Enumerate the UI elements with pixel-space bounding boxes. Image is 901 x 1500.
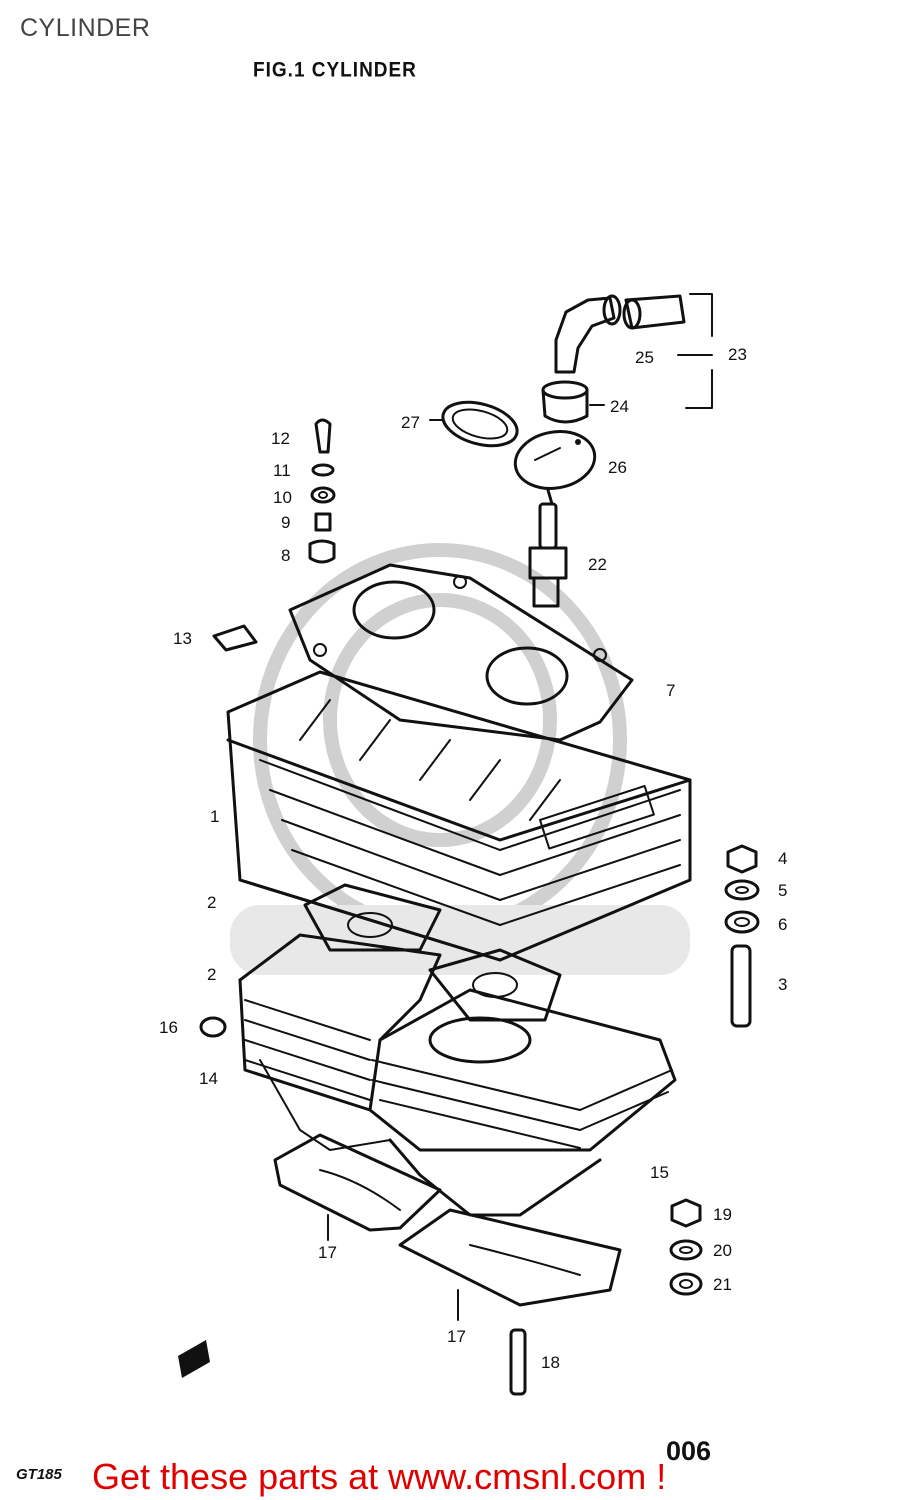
watermark-logo [230, 543, 690, 975]
callout-26: 26 [608, 458, 627, 477]
stud-18-part [509, 1328, 527, 1396]
drain-plug-part [199, 1016, 227, 1038]
callout-2b: 2 [207, 965, 217, 984]
callout-7: 7 [666, 681, 676, 700]
callout-27: 27 [401, 413, 420, 432]
nut-washer-4-6 [724, 844, 760, 934]
head-gasket-parts [303, 883, 562, 1022]
seal-part [541, 380, 589, 424]
nut-washer-19-21 [669, 1198, 703, 1296]
print-mark [178, 1340, 210, 1378]
callout-25: 25 [635, 348, 654, 367]
cylinder-head-part [226, 670, 692, 962]
callout-22: 22 [588, 555, 607, 574]
callout-13: 13 [173, 629, 192, 648]
cover-plate-part [513, 430, 597, 490]
callout-23: 23 [728, 345, 747, 364]
callout-3: 3 [778, 975, 788, 994]
figure-title: FIG.1 CYLINDER [253, 58, 417, 82]
callout-5: 5 [778, 881, 788, 900]
stud-3-part [730, 944, 752, 1028]
plug-cap-assembly [554, 293, 713, 409]
callout-4: 4 [778, 849, 788, 868]
promo-link[interactable]: Get these parts at www.cmsnl.com ! [92, 1456, 667, 1497]
callout-14: 14 [199, 1069, 218, 1088]
o-ring-part [441, 400, 519, 448]
callout-17b: 17 [447, 1327, 466, 1346]
cylinder-block-part [238, 933, 677, 1217]
callout-12: 12 [271, 429, 290, 448]
head-bolt-stack [308, 418, 336, 564]
callout-15: 15 [650, 1163, 669, 1182]
callout-6: 6 [778, 915, 788, 934]
model-code: GT185 [16, 1466, 62, 1483]
callout-11: 11 [273, 461, 291, 480]
head-cover-gasket [288, 563, 634, 742]
callout-8: 8 [281, 546, 291, 565]
spark-plug-part [528, 488, 568, 608]
callout-17a: 17 [318, 1243, 337, 1262]
callout-24: 24 [610, 397, 629, 416]
callout-9: 9 [281, 513, 291, 532]
page-number: 006 [666, 1436, 712, 1466]
page-caption: CYLINDER [20, 14, 151, 42]
callout-2a: 2 [207, 893, 217, 912]
callout-1: 1 [210, 807, 220, 826]
callout-21: 21 [713, 1275, 732, 1294]
callout-16: 16 [159, 1018, 178, 1037]
callout-10: 10 [273, 488, 292, 507]
clip-part [212, 624, 258, 652]
leader-lines [327, 354, 713, 1321]
callout-19: 19 [713, 1205, 732, 1224]
callout-20: 20 [713, 1241, 732, 1260]
base-gasket-parts [273, 1133, 622, 1307]
callout-18: 18 [541, 1353, 560, 1372]
